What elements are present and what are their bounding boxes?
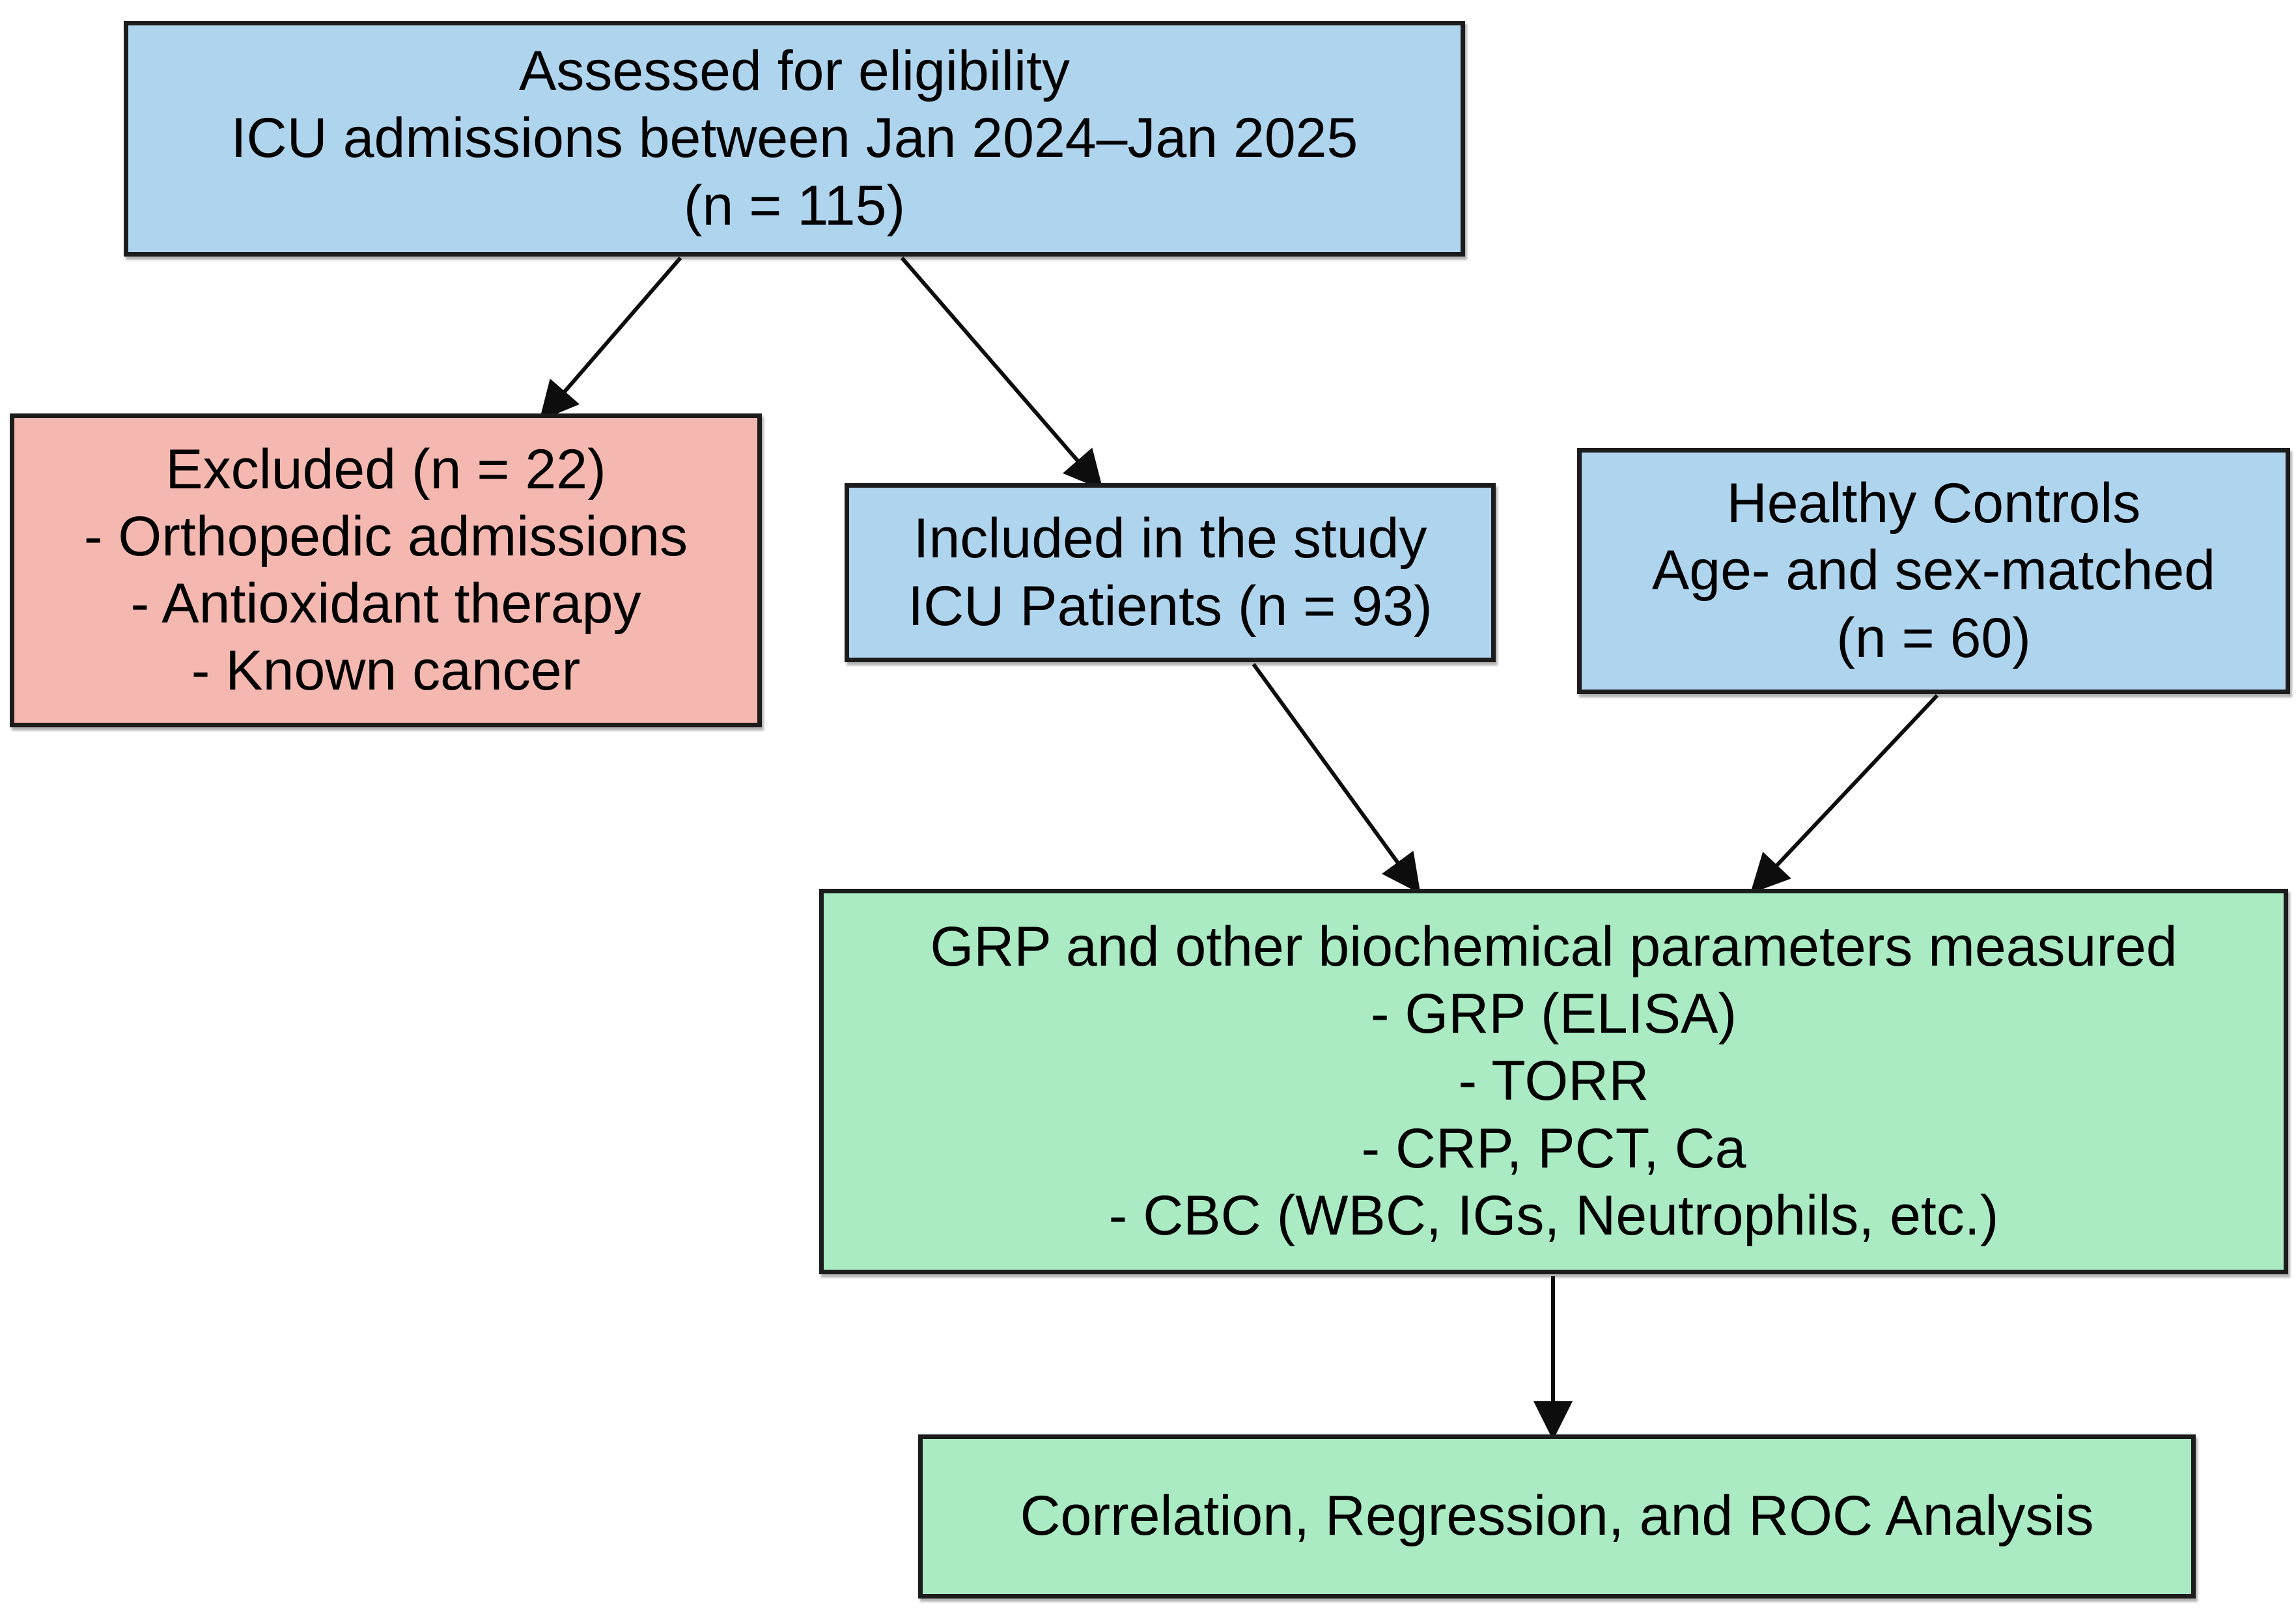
arrow-assessed-to-included — [900, 257, 1103, 490]
node-text-line: Assessed for eligibility — [518, 40, 1071, 103]
node-text-line: Healthy Controls — [1726, 472, 2141, 535]
node-statistical-analysis: Correlation, Regression, and ROC Analysi… — [918, 1434, 2196, 1599]
arrow-included-to-measurements — [1252, 663, 1421, 894]
node-included-icu-patients: Included in the study ICU Patients (n = … — [845, 483, 1496, 662]
node-text-line: (n = 115) — [683, 174, 906, 237]
node-text-line: Included in the study — [913, 507, 1427, 570]
node-text-line: - GRP (ELISA) — [1370, 983, 1737, 1046]
node-text-line: - Antioxidant therapy — [130, 572, 641, 635]
node-healthy-controls: Healthy Controls Age- and sex-matched (n… — [1577, 448, 2290, 694]
node-assessed-eligibility: Assessed for eligibility ICU admissions … — [124, 21, 1465, 257]
node-text-line: ICU Patients (n = 93) — [908, 574, 1433, 637]
arrow-assessed-to-excluded — [539, 257, 682, 421]
node-text-line: Correlation, Regression, and ROC Analysi… — [1020, 1485, 2094, 1548]
node-text-line: - Orthopedic admissions — [83, 505, 688, 568]
arrow-healthy-to-measurements — [1750, 693, 1939, 894]
node-text-line: - CBC (WBC, IGs, Neutrophils, etc.) — [1108, 1184, 1999, 1247]
node-text-line: Age- and sex-matched — [1651, 539, 2216, 602]
node-text-line: Excluded (n = 22) — [165, 438, 606, 501]
node-text-line: GRP and other biochemical parameters mea… — [930, 915, 2177, 979]
node-text-line: ICU admissions between Jan 2024–Jan 2025 — [231, 107, 1358, 170]
node-text-line: - TORR — [1458, 1050, 1649, 1113]
node-text-line: (n = 60) — [1836, 606, 2031, 669]
node-text-line: - CRP, PCT, Ca — [1361, 1117, 1746, 1180]
node-excluded: Excluded (n = 22) - Orthopedic admission… — [10, 413, 762, 727]
node-biochemical-measurements: GRP and other biochemical parameters mea… — [819, 889, 2288, 1274]
node-text-line: - Known cancer — [191, 639, 581, 703]
